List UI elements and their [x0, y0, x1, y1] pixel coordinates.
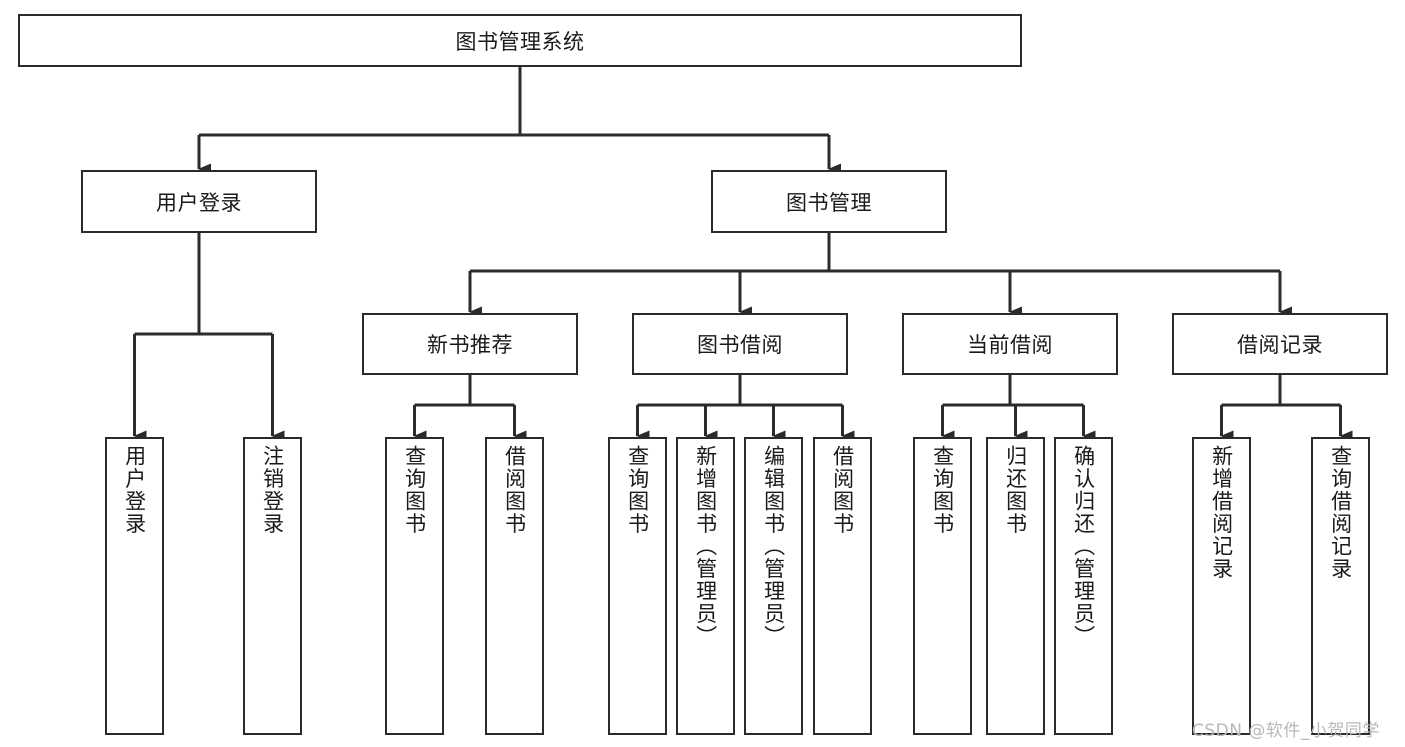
node-leaf-confirm-return[interactable]: 确认归还（管理员） [1054, 437, 1113, 735]
node-label: 借阅图书 [830, 445, 855, 535]
node-leaf-query-record[interactable]: 查询借阅记录 [1311, 437, 1370, 735]
node-leaf-return-book[interactable]: 归还图书 [986, 437, 1045, 735]
node-label: 查询图书 [625, 445, 650, 535]
node-label: 查询借阅记录 [1328, 445, 1353, 580]
node-leaf-logout[interactable]: 注销登录 [243, 437, 302, 735]
node-leaf-query-book-3[interactable]: 查询图书 [913, 437, 972, 735]
node-label: 图书借阅 [697, 333, 783, 357]
node-label: 查询图书 [930, 445, 955, 535]
csdn-watermark: CSDN @软件_小贺同学 [1192, 721, 1380, 741]
node-label: 注销登录 [260, 445, 285, 535]
node-label: 用户登录 [122, 445, 147, 535]
node-book-manage[interactable]: 图书管理 [711, 170, 947, 233]
node-label: 图书管理 [786, 190, 872, 215]
node-leaf-add-book[interactable]: 新增图书（管理员） [676, 437, 735, 735]
node-user-login[interactable]: 用户登录 [81, 170, 317, 233]
node-label: 查询图书 [402, 445, 427, 535]
node-leaf-borrow-book-2[interactable]: 借阅图书 [813, 437, 872, 735]
node-root[interactable]: 图书管理系统 [18, 14, 1022, 67]
node-new-book-recommend[interactable]: 新书推荐 [362, 313, 578, 375]
node-leaf-user-login[interactable]: 用户登录 [105, 437, 164, 735]
node-label: 新书推荐 [427, 333, 513, 357]
node-label: 新增借阅记录 [1209, 445, 1234, 580]
node-borrow-record[interactable]: 借阅记录 [1172, 313, 1388, 375]
node-label: 借阅记录 [1237, 333, 1323, 357]
node-label: 当前借阅 [967, 333, 1053, 357]
node-leaf-add-record[interactable]: 新增借阅记录 [1192, 437, 1251, 735]
node-label: 确认归还（管理员） [1071, 445, 1096, 648]
node-leaf-borrow-book-1[interactable]: 借阅图书 [485, 437, 544, 735]
node-label: 借阅图书 [502, 445, 527, 535]
node-book-borrow[interactable]: 图书借阅 [632, 313, 848, 375]
node-leaf-edit-book[interactable]: 编辑图书（管理员） [744, 437, 803, 735]
node-label: 新增图书（管理员） [693, 445, 718, 648]
node-current-borrow[interactable]: 当前借阅 [902, 313, 1118, 375]
node-label: 图书管理系统 [455, 29, 585, 54]
node-label: 用户登录 [156, 190, 242, 215]
node-leaf-query-book-1[interactable]: 查询图书 [385, 437, 444, 735]
node-label: 归还图书 [1003, 445, 1028, 535]
node-label: 编辑图书（管理员） [761, 445, 786, 648]
node-leaf-query-book-2[interactable]: 查询图书 [608, 437, 667, 735]
